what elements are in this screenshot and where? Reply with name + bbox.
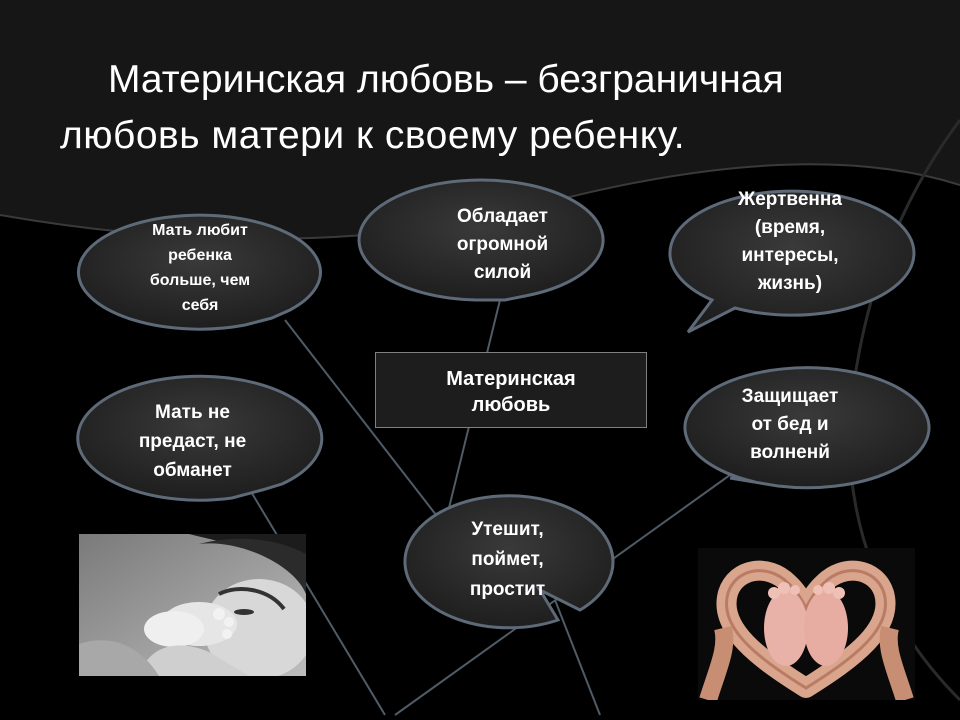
bubble-line: (время, <box>754 217 826 238</box>
center-line-2: любовь <box>471 394 551 416</box>
bubble-text-protects: Защищает от бед и волненй <box>680 383 900 467</box>
bubble-line: больше, чем <box>149 272 251 289</box>
connector-line <box>249 489 386 716</box>
connector-line <box>284 319 441 521</box>
slide-title: Материнская любовь – безграничная любовь… <box>60 52 900 164</box>
bubble-line: огромной <box>456 234 549 255</box>
bubble-comforts <box>403 494 615 630</box>
bubble-line: силой <box>473 262 532 283</box>
bubble-text-great-strength: Обладает огромной силой <box>395 203 610 287</box>
center-concept-box <box>375 352 647 428</box>
bubble-line: волненй <box>750 442 830 463</box>
bubble-text-comforts: Утешит, поймет, простит <box>405 515 610 605</box>
background-swoosh <box>0 0 960 239</box>
heart-hands-baby-feet-photo <box>698 548 915 700</box>
bubble-line: Обладает <box>457 206 548 227</box>
bubble-line: Жертвенна <box>738 189 842 210</box>
title-line-1: Материнская любовь – безграничная <box>108 58 784 101</box>
photo-illustration <box>698 548 915 700</box>
bubble-sacrificial <box>668 189 916 334</box>
mother-kissing-baby-feet-photo <box>79 534 306 676</box>
bubble-great-strength <box>357 178 605 302</box>
photo-illustration <box>79 534 306 676</box>
bubble-line: поймет, <box>471 549 544 570</box>
bubbles <box>76 178 931 630</box>
center-line-1: Материнская <box>446 368 576 390</box>
bubble-line: Мать не <box>155 402 230 423</box>
bubble-wont-betray <box>76 374 324 502</box>
center-concept-label: Материнская любовь <box>375 366 647 418</box>
bubble-line: простит <box>469 579 546 600</box>
bubble-line: предаст, не <box>138 431 247 452</box>
bubble-protects <box>683 366 931 490</box>
connector-line <box>554 599 601 716</box>
bubble-line: ребенка <box>168 247 232 264</box>
bubble-text-sacrificial: Жертвенна (время, интересы, жизнь) <box>680 186 900 298</box>
bubble-line: от бед и <box>751 414 829 435</box>
bubble-line: себя <box>181 297 219 314</box>
title-line-2: любовь матери к своему ребенку. <box>60 114 686 157</box>
bubble-line: жизнь) <box>757 273 823 294</box>
bubble-text-loves-child: Мать любит ребенка больше, чем себя <box>95 218 305 318</box>
bubble-line: обманет <box>153 460 232 481</box>
bubble-line: Защищает <box>741 386 839 407</box>
bubble-line: Мать любит <box>152 222 248 239</box>
bubble-line: Утешит, <box>471 519 544 540</box>
bubble-line: интересы, <box>741 245 839 266</box>
bubble-text-wont-betray: Мать не предаст, не обманет <box>85 398 300 485</box>
bubble-loves-child <box>76 213 322 331</box>
